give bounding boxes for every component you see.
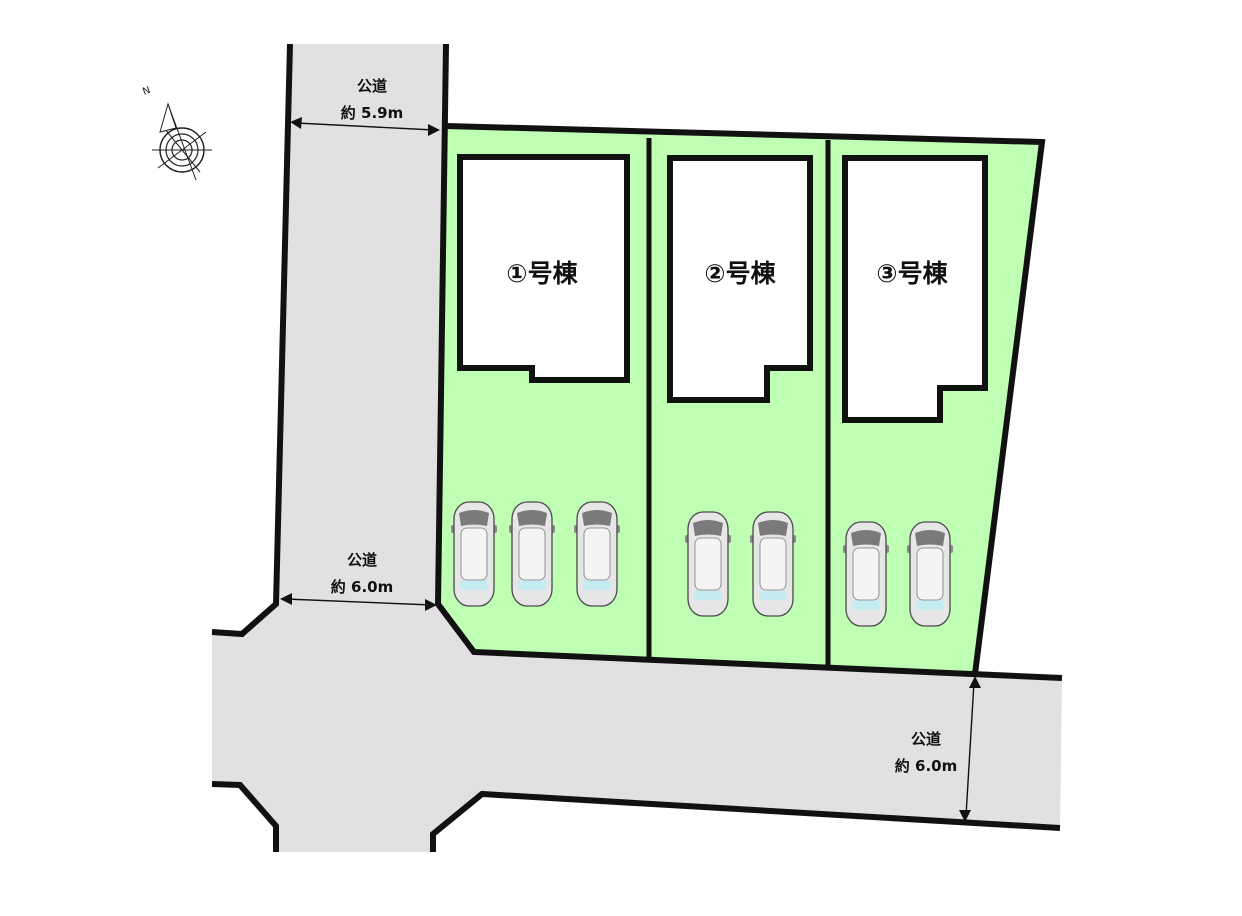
north-road-width: 約 5.9m: [341, 104, 403, 122]
car-icon: [906, 521, 954, 627]
building-2-label: ②号棟: [704, 259, 776, 288]
building-3: ③号棟: [842, 155, 988, 423]
south-road-width: 約 6.0m: [895, 757, 957, 775]
north-label: N: [141, 85, 152, 98]
building-2: ②号棟: [667, 155, 813, 403]
building-1-label: ①号棟: [506, 259, 578, 288]
road-area: [212, 44, 1062, 852]
crossing-road-width: 約 6.0m: [331, 578, 393, 596]
car-icon: [842, 521, 890, 627]
car-icon: [450, 501, 498, 607]
south-road-dimension: 公道 約 6.0m: [895, 676, 981, 822]
south-road-name: 公道: [911, 730, 941, 748]
crossing-road: [212, 604, 1062, 852]
car-icon: [508, 501, 556, 607]
crossing-road-dimension: 公道 約 6.0m: [280, 551, 437, 611]
building-1: ①号棟: [457, 154, 630, 383]
north-road-dimension: 公道 約 5.9m: [290, 77, 440, 136]
car-icon: [749, 511, 797, 617]
north-road: [276, 44, 446, 604]
north-road-name: 公道: [357, 77, 387, 95]
building-3-label: ③号棟: [876, 259, 948, 288]
outline-lines: [211, 43, 1063, 852]
car-icon: [573, 501, 621, 607]
crossing-road-name: 公道: [347, 551, 377, 569]
north-compass-icon: N: [141, 85, 212, 181]
car-icon: [684, 511, 732, 617]
